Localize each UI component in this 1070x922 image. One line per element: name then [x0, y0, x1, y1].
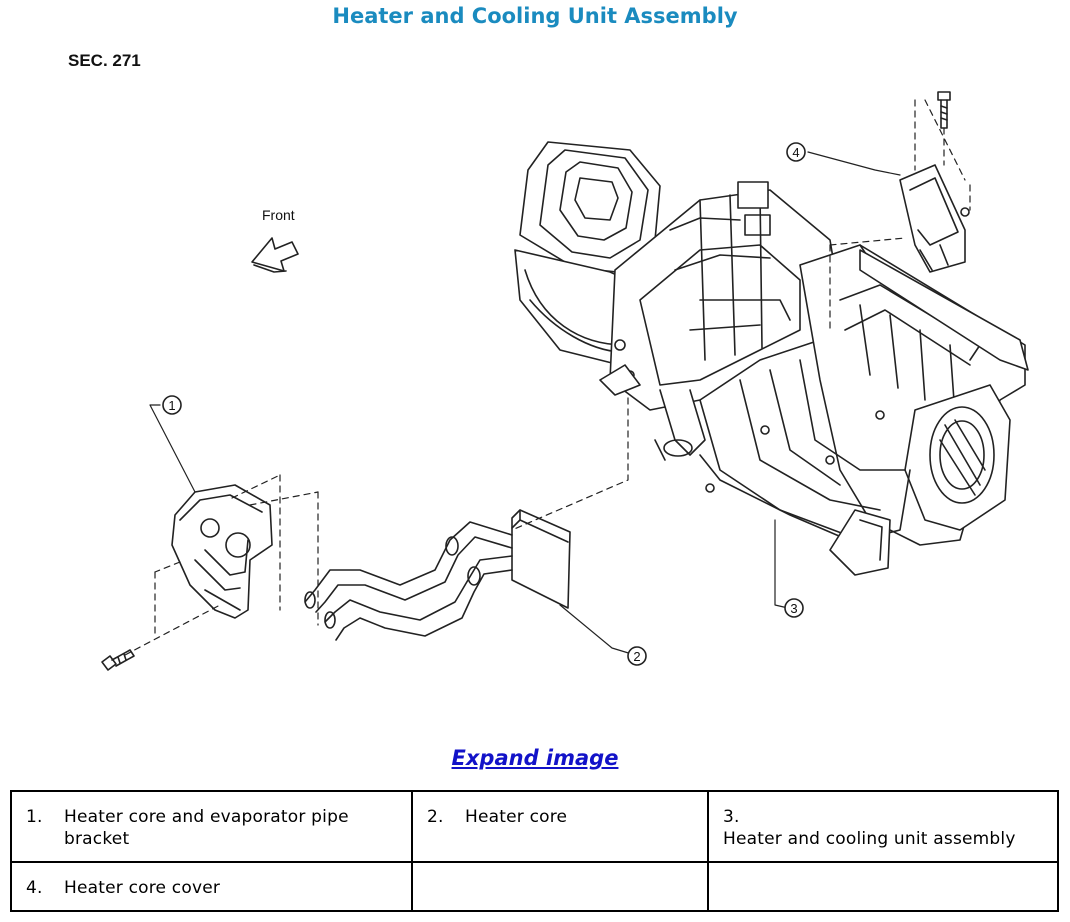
svg-text:4: 4 [792, 145, 799, 160]
legend-cell: 3.Heater and cooling unit assembly [707, 789, 1059, 864]
page-title: Heater and Cooling Unit Assembly [332, 4, 738, 28]
legend-text: Heater core cover [64, 878, 221, 899]
table-row: 4. Heater core cover [10, 861, 1059, 912]
legend-number: 1. [26, 807, 43, 827]
legend-cell: 2. Heater core [411, 789, 709, 864]
heater-cooling-unit [514, 141, 1029, 576]
bolt-left-icon [101, 649, 135, 671]
parts-legend-table: 1. Heater core and evaporator pipe bracke… [10, 789, 1059, 912]
callout-3: 3 [784, 598, 804, 618]
pipe-bracket [171, 484, 273, 619]
legend-text: Heater core [465, 807, 568, 827]
legend-number: 3. [723, 807, 740, 827]
leader-lines [149, 151, 901, 656]
heater-core-cover [899, 164, 970, 273]
bolt-top-icon [937, 91, 951, 129]
legend-cell: 1. Heater core and evaporator pipe bracke… [10, 789, 413, 864]
legend-cell: 4. Heater core cover [10, 861, 413, 912]
expand-image-container: Expand image [0, 746, 1070, 770]
legend-cell-empty [411, 861, 709, 912]
svg-text:2: 2 [633, 649, 640, 664]
front-arrow-icon [251, 237, 299, 273]
legend-number: 4. [26, 878, 43, 899]
svg-text:3: 3 [790, 601, 797, 616]
callout-1: 1 [162, 395, 182, 415]
front-label: Front [262, 207, 295, 223]
callout-2: 2 [627, 646, 647, 666]
section-label: SEC. 271 [68, 51, 141, 70]
callout-4: 4 [786, 142, 806, 162]
alignment-lines [124, 99, 971, 656]
table-row: 1. Heater core and evaporator pipe bracke… [10, 789, 1059, 864]
legend-number: 2. [427, 807, 444, 827]
heater-core [304, 509, 571, 641]
legend-cell-empty [707, 861, 1059, 912]
exploded-parts-diagram: SEC. 271 Front [68, 51, 1029, 671]
svg-text:1: 1 [168, 398, 175, 413]
legend-text: Heater core and evaporator pipe bracket [64, 807, 349, 849]
expand-image-link[interactable]: Expand image [451, 746, 619, 770]
legend-text: Heater and cooling unit assembly [723, 829, 1016, 849]
